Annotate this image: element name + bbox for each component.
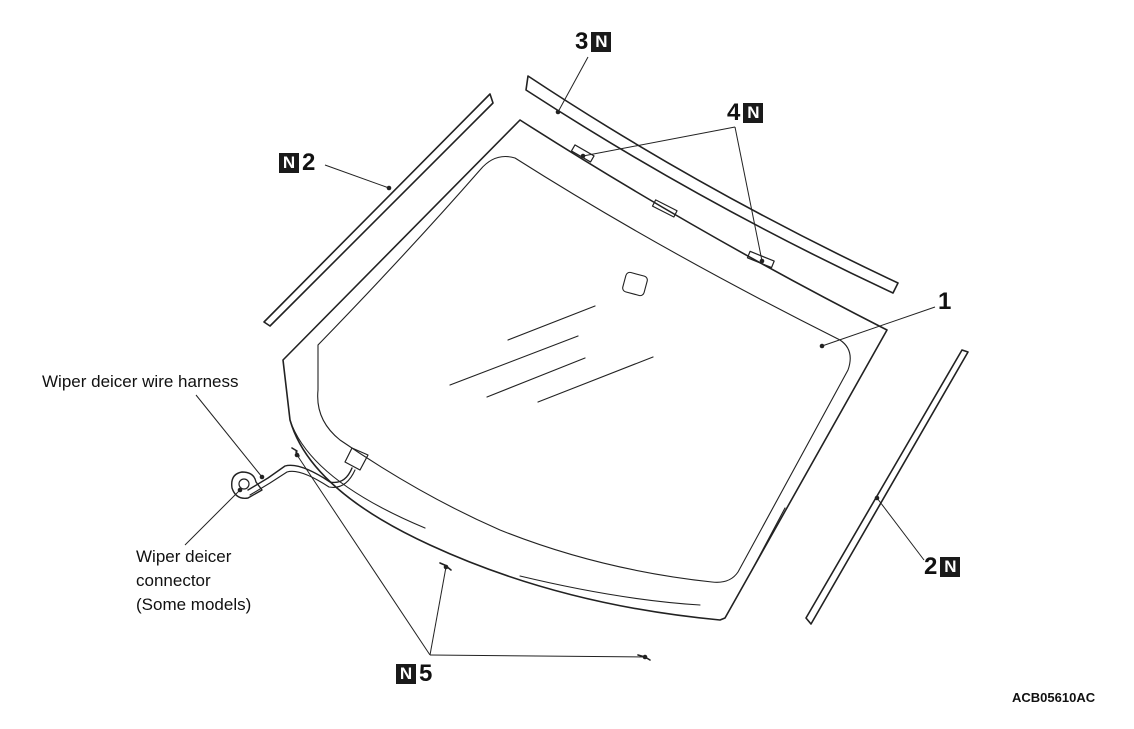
new-part-mark: N: [940, 557, 961, 577]
top-moulding: [525, 75, 899, 294]
wiper-deicer-wire-harness: [247, 464, 353, 491]
reflection-line: [486, 357, 586, 398]
deicer-tab: [344, 447, 369, 471]
new-part-mark: N: [591, 32, 612, 52]
label-deicer-connector: Wiper deicer connector (Some models): [136, 547, 252, 614]
moulding-clip: [651, 199, 678, 218]
leader-dots: [237, 109, 880, 660]
reflection-line: [507, 305, 596, 341]
wiper-deicer-connector: [231, 471, 263, 499]
left-side-moulding: [263, 93, 494, 327]
reflection-line: [537, 356, 654, 403]
leader-lines: [184, 56, 936, 658]
new-part-mark: N: [743, 103, 764, 123]
figure-code: ACB05610AC: [1012, 690, 1096, 705]
right-side-moulding: [805, 349, 969, 625]
label-part-1: 1: [938, 288, 952, 315]
moulding-clip: [746, 250, 775, 269]
new-part-mark: N: [396, 664, 416, 684]
reflection-line: [449, 335, 579, 386]
windshield-inner-border: [317, 155, 851, 583]
label-wire-harness: Wiper deicer wire harness: [42, 372, 239, 391]
sensor-window: [622, 271, 648, 297]
windshield-glass: [282, 119, 888, 621]
new-part-mark: N: [279, 153, 299, 173]
